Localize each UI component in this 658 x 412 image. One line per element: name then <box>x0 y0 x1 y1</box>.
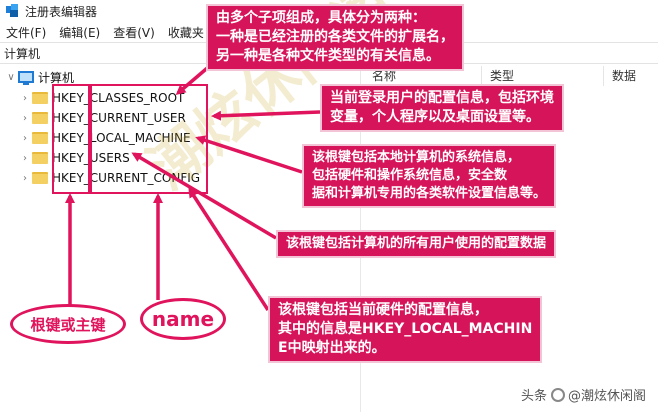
tree-node-label: HKEY_LOCAL_MACHINE <box>52 131 191 145</box>
credit-handle: @潮炫休闲阁 <box>567 389 646 404</box>
column-type[interactable]: 类型 <box>482 66 604 86</box>
folder-icon <box>32 152 48 164</box>
menu-file[interactable]: 文件(F) <box>6 25 47 40</box>
tree-node-label: HKEY_CLASSES_ROOT <box>52 91 185 105</box>
annotation-classes-root: 由多个子项组成，具体分为两种： 一种是已经注册的各类文件的扩展名， 另一种是各种… <box>206 4 464 71</box>
tree-node-label: 计算机 <box>38 70 75 85</box>
source-credit: 头条 @潮炫休闲阁 <box>521 385 646 404</box>
annotation-current-config: 该根键包括当前硬件的配置信息， 其中的信息是HKEY_LOCAL_MACHIN … <box>268 296 543 363</box>
chevron-right-icon[interactable]: › <box>23 132 27 144</box>
tree-node-hkey-current-user[interactable]: › HKEY_CURRENT_USER <box>18 108 186 128</box>
credit-mark-icon <box>550 387 565 402</box>
tree-node-hkey-classes-root[interactable]: › HKEY_CLASSES_ROOT <box>18 88 184 108</box>
name-label: name <box>140 298 226 340</box>
menu-edit[interactable]: 编辑(E) <box>59 25 101 40</box>
credit-prefix: 头条 <box>520 389 547 404</box>
window-title: 注册表编辑器 <box>25 4 98 19</box>
tree-node-label: HKEY_CURRENT_USER <box>52 111 186 125</box>
chevron-right-icon[interactable]: › <box>23 152 27 164</box>
menu-view[interactable]: 查看(V) <box>113 25 155 40</box>
list-header: 名称 类型 数据 <box>364 66 658 86</box>
column-name[interactable]: 名称 <box>364 66 482 86</box>
computer-icon <box>18 71 34 85</box>
chevron-down-icon[interactable]: ∨ <box>7 71 15 83</box>
root-key-highlight-box <box>52 84 90 194</box>
name-highlight-box <box>90 84 208 194</box>
regedit-icon <box>6 4 20 18</box>
chevron-right-icon[interactable]: › <box>23 112 27 124</box>
annotation-users: 该根键包括计算机的所有用户使用的配置数据 <box>276 230 557 258</box>
chevron-right-icon[interactable]: › <box>23 172 27 184</box>
chevron-right-icon[interactable]: › <box>23 92 27 104</box>
annotation-local-machine: 该根键包括本地计算机的系统信息， 包括硬件和操作系统信息，安全数 据和计算机专用… <box>302 144 557 208</box>
menu-favorites[interactable]: 收藏夹 <box>167 25 204 40</box>
folder-icon <box>32 172 48 184</box>
root-key-label: 根键或主键 <box>10 304 126 344</box>
annotation-current-user: 当前登录用户的配置信息，包括环境 变量，个人程序以及桌面设置等。 <box>320 84 564 132</box>
tree-node-computer[interactable]: ∨ 计算机 <box>4 67 74 87</box>
folder-icon <box>32 92 48 104</box>
address-text: 计算机 <box>4 46 41 61</box>
folder-icon <box>32 112 48 124</box>
menu-bar: 文件(F) 编辑(E) 查看(V) 收藏夹 <box>0 22 658 42</box>
folder-icon <box>32 132 48 144</box>
tree-node-hkey-local-machine[interactable]: › HKEY_LOCAL_MACHINE <box>18 128 191 148</box>
column-data[interactable]: 数据 <box>612 69 637 83</box>
